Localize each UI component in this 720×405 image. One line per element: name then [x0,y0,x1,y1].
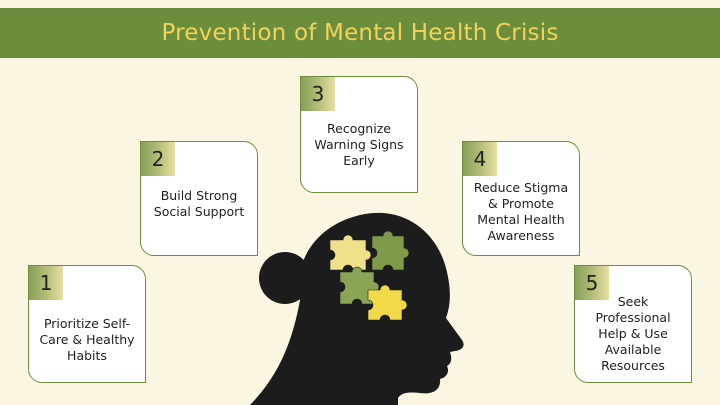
page-title: Prevention of Mental Health Crisis [161,20,559,46]
head-silhouette [250,212,464,405]
step-number-4: 4 [463,142,497,176]
step-number-3: 3 [301,77,335,111]
step-card-4: 4 Reduce Stigma & Promote Mental Health … [462,141,580,256]
step-card-3: 3 Recognize Warning Signs Early [300,76,418,193]
step-text-2: Build Strong Social Support [153,188,245,219]
step-number-5: 5 [575,266,609,300]
title-banner: Prevention of Mental Health Crisis [0,8,720,58]
step-text-4: Reduce Stigma & Promote Mental Health Aw… [473,180,569,243]
puzzle-piece-yellow [367,284,408,321]
puzzle-piece-green-top [371,230,410,271]
step-text-3: Recognize Warning Signs Early [314,121,404,168]
step-card-2: 2 Build Strong Social Support [140,141,258,256]
step-text-1: Prioritize Self-Care & Healthy Habits [39,316,135,363]
step-text-5: Seek Professional Help & Use Available R… [595,294,671,373]
puzzle-piece-pale [329,234,372,271]
step-number-2: 2 [141,142,175,176]
step-number-1: 1 [29,266,63,300]
step-card-1: 1 Prioritize Self-Care & Healthy Habits [28,265,146,383]
step-card-5: 5 Seek Professional Help & Use Available… [574,265,692,383]
